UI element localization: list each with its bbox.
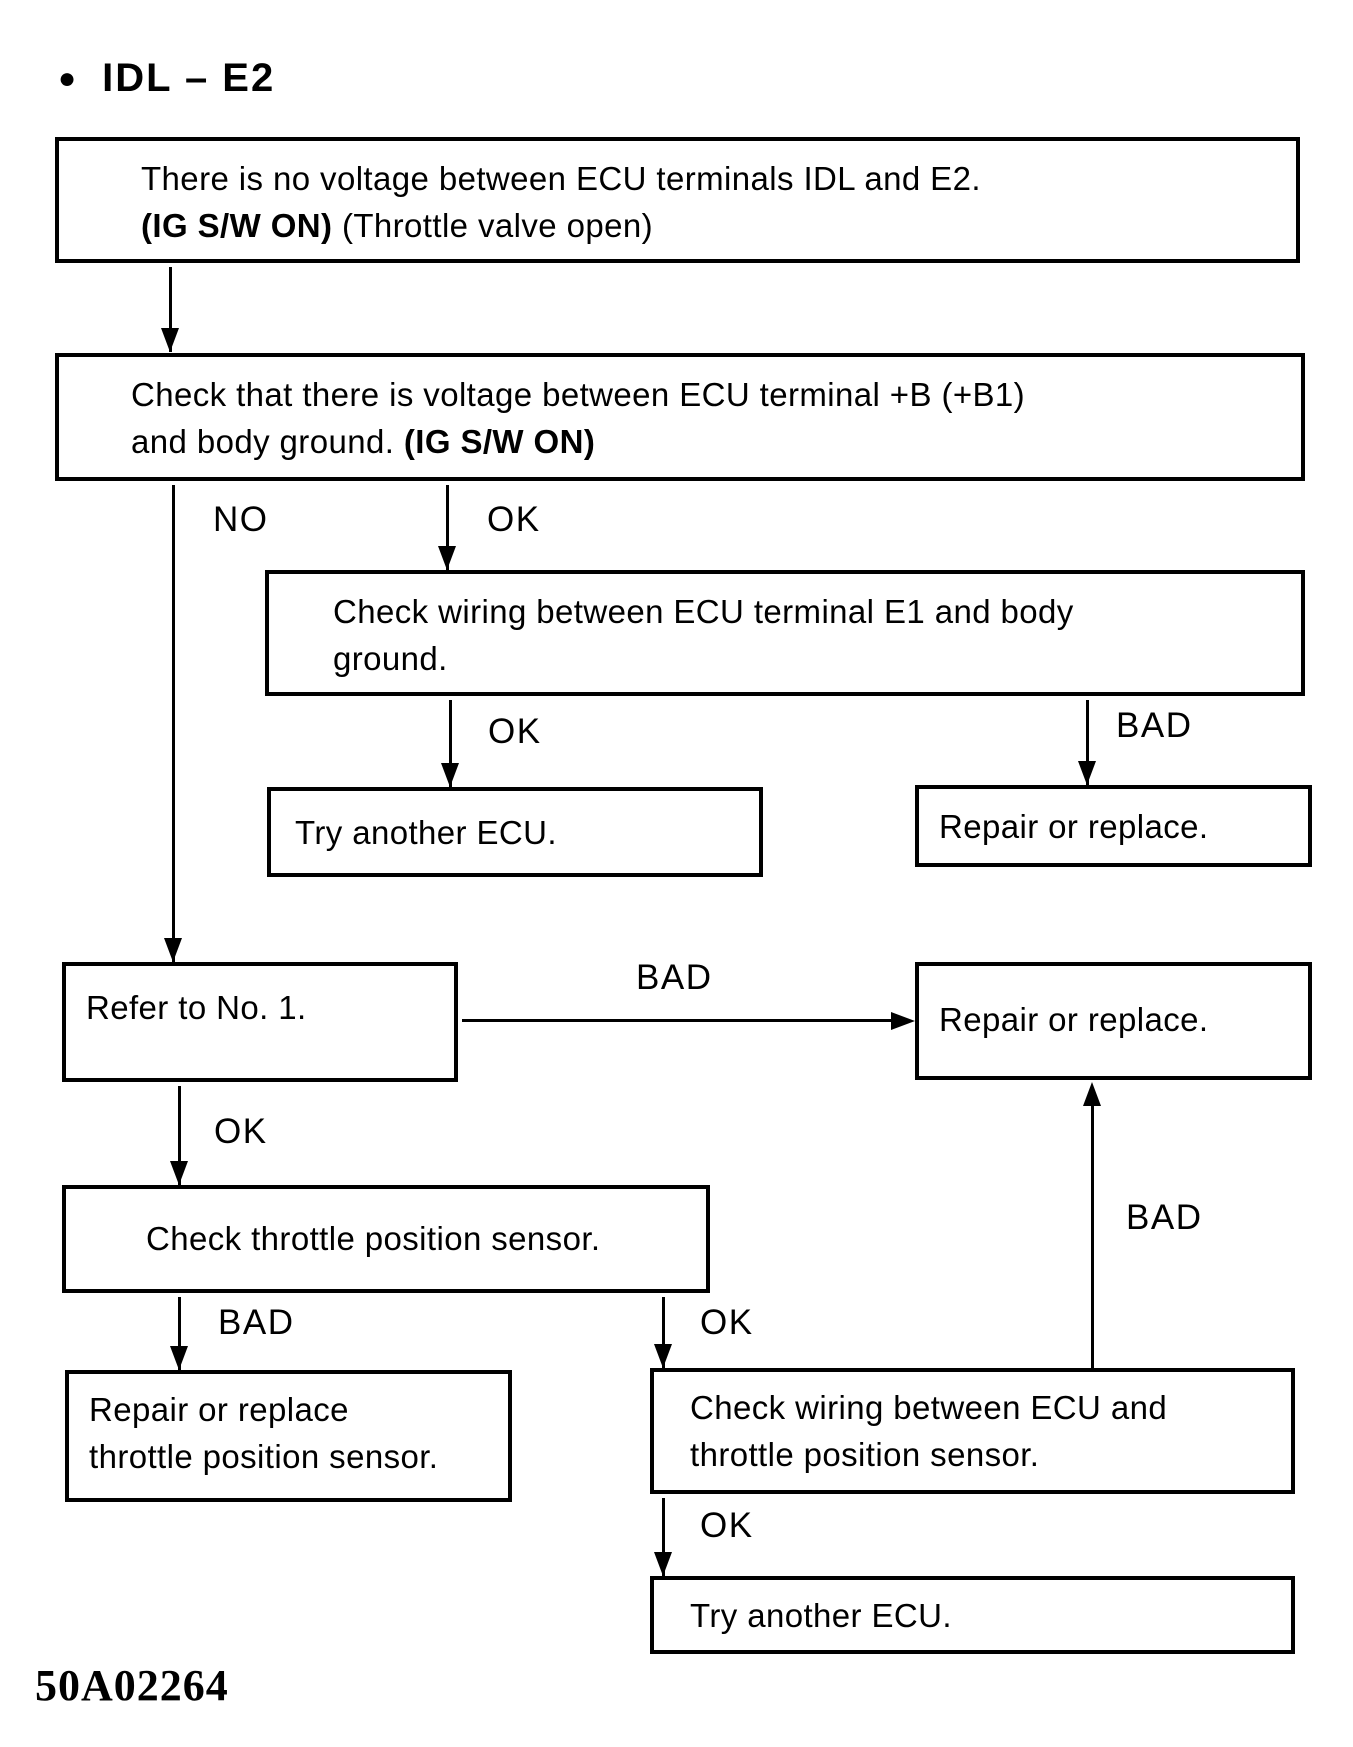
arrowhead-down-icon	[164, 938, 182, 962]
connector-ok-to-try-ecu-2	[662, 1498, 665, 1576]
node-repair-or-replace-2: Repair or replace.	[915, 962, 1312, 1080]
connector-bad-to-repair-tps	[178, 1297, 181, 1370]
connector-ok-to-try-ecu-1	[449, 700, 452, 787]
node-text-line: and body ground. (IG S/W ON)	[131, 423, 596, 460]
node-text-line: Repair or replace.	[939, 1001, 1209, 1038]
node-text-line: Check wiring between ECU and	[690, 1389, 1168, 1426]
bullet-icon: ●	[58, 61, 77, 95]
section-title-text: IDL – E2	[102, 56, 276, 100]
edge-label-ok-1: OK	[487, 500, 541, 539]
connector-no-branch	[172, 485, 175, 962]
arrowhead-right-icon	[891, 1012, 915, 1030]
node-text-line: Refer to No. 1.	[86, 989, 307, 1026]
node-text-line: throttle position sensor.	[690, 1436, 1040, 1473]
node-repair-or-replace-1: Repair or replace.	[915, 785, 1312, 867]
node-try-another-ecu-2: Try another ECU.	[650, 1576, 1295, 1654]
edge-label-ok-3: OK	[214, 1112, 268, 1151]
node-no-voltage-idl-e2: There is no voltage between ECU terminal…	[55, 137, 1300, 263]
arrowhead-up-icon	[1083, 1082, 1101, 1106]
edge-label-bad-2: BAD	[636, 958, 713, 997]
edge-label-ok-4: OK	[700, 1303, 754, 1342]
node-text-line: Repair or replace	[89, 1391, 349, 1428]
node-check-throttle-position-sensor: Check throttle position sensor.	[62, 1185, 710, 1293]
arrowhead-down-icon	[170, 1161, 188, 1185]
node-try-another-ecu-1: Try another ECU.	[267, 787, 763, 877]
arrowhead-down-icon	[170, 1346, 188, 1370]
connector-bad-up-to-repair-2	[1091, 1102, 1094, 1368]
arrowhead-down-icon	[441, 763, 459, 787]
edge-label-ok-5: OK	[700, 1506, 754, 1545]
node-text-line: Check throttle position sensor.	[146, 1220, 601, 1257]
arrowhead-down-icon	[438, 546, 456, 570]
node-check-voltage-b: Check that there is voltage between ECU …	[55, 353, 1305, 481]
connector-bad-to-repair-2	[462, 1019, 894, 1022]
node-text-line: throttle position sensor.	[89, 1438, 439, 1475]
node-refer-to-no-1: Refer to No. 1.	[62, 962, 458, 1082]
node-text-line: ground.	[333, 640, 448, 677]
connector-bad-to-repair-1	[1086, 700, 1089, 785]
edge-label-no: NO	[213, 500, 269, 539]
node-repair-throttle-position-sensor: Repair or replace throttle position sens…	[65, 1370, 512, 1502]
edge-label-bad-3: BAD	[218, 1303, 295, 1342]
arrowhead-down-icon	[161, 328, 179, 352]
node-text-line: Check wiring between ECU terminal E1 and…	[333, 593, 1074, 630]
node-text-line: Repair or replace.	[939, 808, 1209, 845]
node-check-wiring-ecu-tps: Check wiring between ECU and throttle po…	[650, 1368, 1295, 1494]
edge-label-bad-4: BAD	[1126, 1198, 1203, 1237]
node-text-line: Try another ECU.	[690, 1597, 952, 1634]
connector-box1-box2	[169, 267, 172, 352]
arrowhead-down-icon	[1078, 761, 1096, 785]
node-text-line: There is no voltage between ECU terminal…	[141, 160, 981, 197]
edge-label-ok-2: OK	[488, 712, 542, 751]
node-text-line: Check that there is voltage between ECU …	[131, 376, 1026, 413]
arrowhead-down-icon	[654, 1344, 672, 1368]
connector-ok-to-e1-check	[446, 485, 449, 570]
figure-code: 50A02264	[35, 1661, 229, 1710]
node-check-wiring-e1: Check wiring between ECU terminal E1 and…	[265, 570, 1305, 696]
node-text-line: (IG S/W ON) (Throttle valve open)	[141, 207, 653, 244]
connector-ok-to-tps-wiring	[662, 1297, 665, 1368]
node-text-line: Try another ECU.	[295, 814, 557, 851]
edge-label-bad-1: BAD	[1116, 706, 1193, 745]
arrowhead-down-icon	[654, 1552, 672, 1576]
section-title: ● IDL – E2	[58, 56, 275, 101]
connector-ok-to-tps-check	[178, 1086, 181, 1185]
